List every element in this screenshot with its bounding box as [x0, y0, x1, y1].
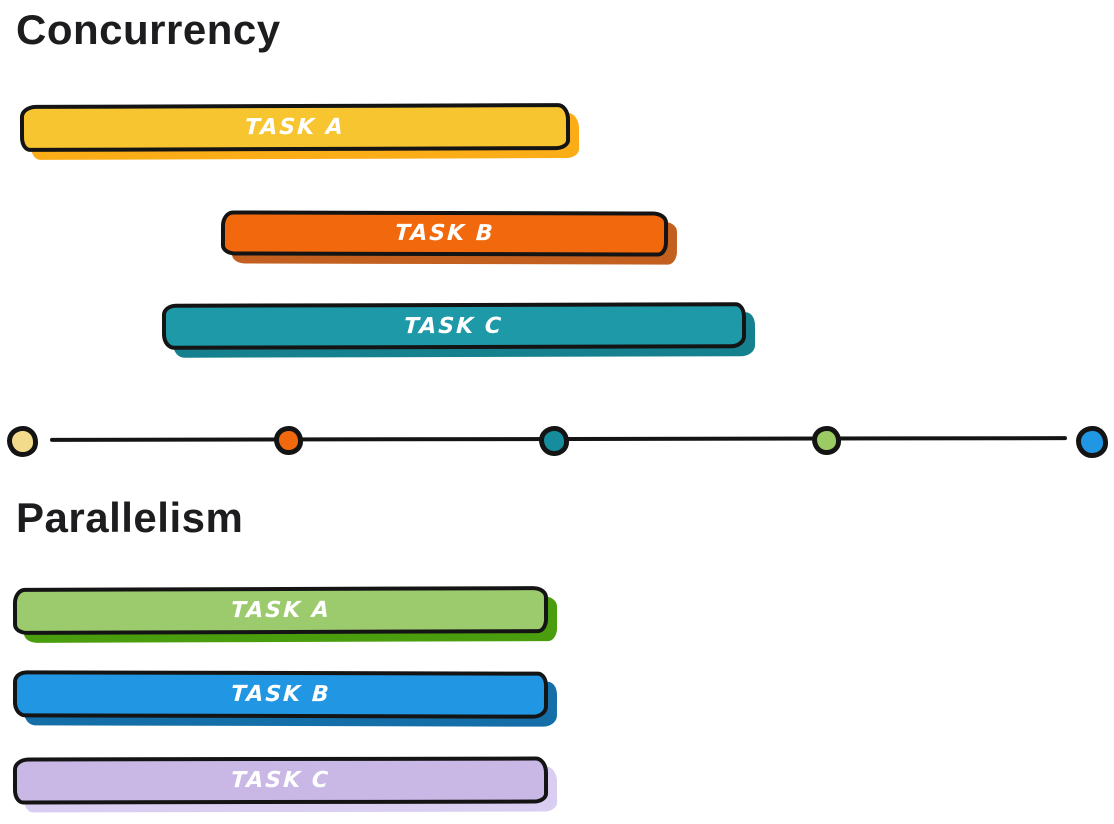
timeline-dot-green: [811, 425, 841, 455]
timeline-dot-teal: [539, 426, 569, 456]
timeline-dot-orange: [273, 425, 303, 455]
parallelism-task-c-bar: TASK C: [12, 756, 549, 805]
parallelism-task-a-bar: TASK A: [12, 586, 549, 635]
concurrency-task-c-bar: TASK C: [161, 302, 747, 350]
task-label: TASK B: [229, 681, 332, 708]
task-label: TASK A: [244, 114, 346, 141]
task-label: TASK C: [403, 313, 505, 339]
task-label: TASK C: [230, 767, 331, 794]
task-label: TASK B: [393, 220, 496, 247]
timeline-dot-yellow: [6, 425, 38, 457]
concurrency-task-b-bar: TASK B: [220, 210, 669, 257]
parallelism-task-b-bar: TASK B: [12, 670, 549, 719]
parallelism-title: Parallelism: [16, 494, 244, 541]
timeline-dot-blue: [1076, 426, 1108, 458]
concurrency-title: Concurrency: [16, 6, 281, 53]
concurrency-task-a-bar: TASK A: [19, 103, 571, 152]
task-label: TASK A: [229, 597, 332, 624]
